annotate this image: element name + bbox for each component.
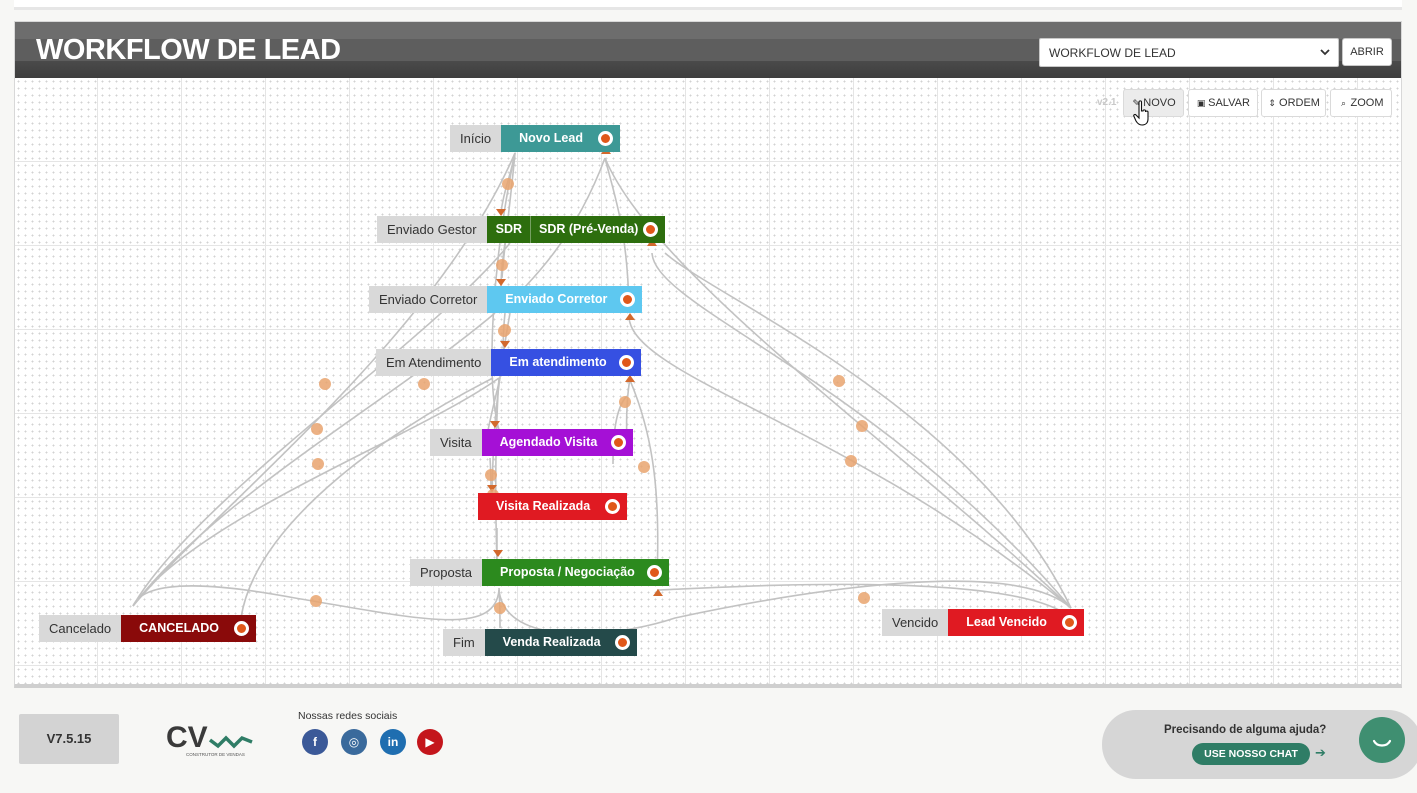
hand-cursor-icon [1133,100,1149,126]
footer: V7.5.15 CV CONSTRUTOR DE VENDAS Nossas r… [0,690,1417,793]
node-corretor[interactable]: Enviado Corretor Enviado Corretor [369,286,643,313]
help-title: Precisando de alguma ajuda? [1164,724,1327,736]
zoom-button[interactable]: ⌕ZOOM [1330,89,1392,117]
arrow-right-icon: ➔ [1315,745,1326,760]
connector-dot-icon[interactable] [619,355,635,370]
node-state-agendado-visita[interactable]: Agendado Visita [481,429,633,456]
node-state-lead-vencido[interactable]: Lead Vencido [948,609,1085,636]
chevron-down-icon [1320,49,1330,56]
pencil-icon: ✎ [1132,98,1141,108]
sort-icon: ⇕ [1268,98,1276,108]
chat-bubble-icon[interactable] [1359,717,1405,763]
workflow-canvas[interactable]: v2.1 ✎NOVO ▣SALVAR ⇕ORDEM ⌕ZOOM Início N… [15,78,1401,684]
node-state-novo-lead[interactable]: Novo Lead [501,125,621,152]
version-tag: v2.1 [1097,97,1117,108]
connector-dot-icon[interactable] [647,565,663,580]
page-title: WORKFLOW DE LEAD [36,34,341,66]
node-state-venda-realizada[interactable]: Venda Realizada [484,629,637,656]
connector-dot-icon[interactable] [614,635,630,650]
workflow-select[interactable]: WORKFLOW DE LEAD [1039,38,1339,67]
node-fim[interactable]: Fim Venda Realizada [443,629,637,656]
node-label: Enviado Corretor [369,286,488,313]
node-label: Cancelado [39,615,122,642]
node-proposta[interactable]: Proposta Proposta / Negociação [410,559,670,586]
open-button[interactable]: ABRIR [1342,38,1392,66]
connector-dot-icon[interactable] [1062,615,1078,630]
app-version: V7.5.15 [19,714,119,764]
panel-header: WORKFLOW DE LEAD WORKFLOW DE LEAD ABRIR [15,22,1401,78]
node-cancelado[interactable]: Cancelado CANCELADO [39,615,257,642]
connector-dot-icon[interactable] [234,621,250,636]
node-state-enviado-corretor[interactable]: Enviado Corretor [487,286,643,313]
facebook-icon[interactable]: f [302,729,328,755]
node-visita[interactable]: Visita Agendado Visita [430,429,633,456]
node-label: Visita [430,429,482,456]
node-state-cancelado[interactable]: CANCELADO [121,615,257,642]
workflow-edges [128,147,1072,648]
node-label: Enviado Gestor [377,216,487,243]
smile-icon [1372,739,1392,747]
social-title: Nossas redes sociais [298,710,398,722]
save-button[interactable]: ▣SALVAR [1188,89,1258,117]
instagram-icon[interactable]: ◎ [341,729,367,755]
connector-dot-icon[interactable] [620,292,636,307]
workflow-panel: WORKFLOW DE LEAD WORKFLOW DE LEAD ABRIR [14,21,1402,688]
connector-dot-icon[interactable] [598,131,614,146]
cv-logo-icon: CV CONSTRUTOR DE VENDAS [166,721,253,757]
node-state-em-atendimento[interactable]: Em atendimento [491,349,642,376]
youtube-icon[interactable]: ▶ [417,729,443,755]
node-inicio[interactable]: Início Novo Lead [450,125,621,152]
order-button[interactable]: ⇕ORDEM [1261,89,1326,117]
node-label: Vencido [882,609,949,636]
floppy-icon: ▣ [1196,98,1206,108]
workflow-select-value: WORKFLOW DE LEAD [1049,46,1176,60]
svg-text:CV: CV [166,721,208,754]
node-vencido[interactable]: Vencido Lead Vencido [882,609,1085,636]
chat-button[interactable]: USE NOSSO CHAT [1192,743,1310,765]
node-label: Em Atendimento [376,349,492,376]
node-atendimento[interactable]: Em Atendimento Em atendimento [376,349,642,376]
top-strip [14,0,1402,10]
connector-dot-icon[interactable] [642,222,658,237]
node-label: Fim [443,629,485,656]
search-icon: ⌕ [1340,98,1347,108]
connector-dot-icon[interactable] [605,499,620,514]
node-state-visita-realizada[interactable]: Visita Realizada [478,493,627,520]
node-label: Início [450,125,502,152]
new-button[interactable]: ✎NOVO [1123,89,1184,117]
linkedin-icon[interactable]: in [380,729,406,755]
node-prefix: SDR [496,216,532,243]
svg-text:CONSTRUTOR DE VENDAS: CONSTRUTOR DE VENDAS [186,752,245,757]
connector-dot-icon[interactable] [610,435,626,450]
node-state-proposta[interactable]: Proposta / Negociação [482,559,670,586]
node-visita-realizada[interactable]: Visita Realizada [478,493,627,520]
node-label: Proposta [410,559,483,586]
